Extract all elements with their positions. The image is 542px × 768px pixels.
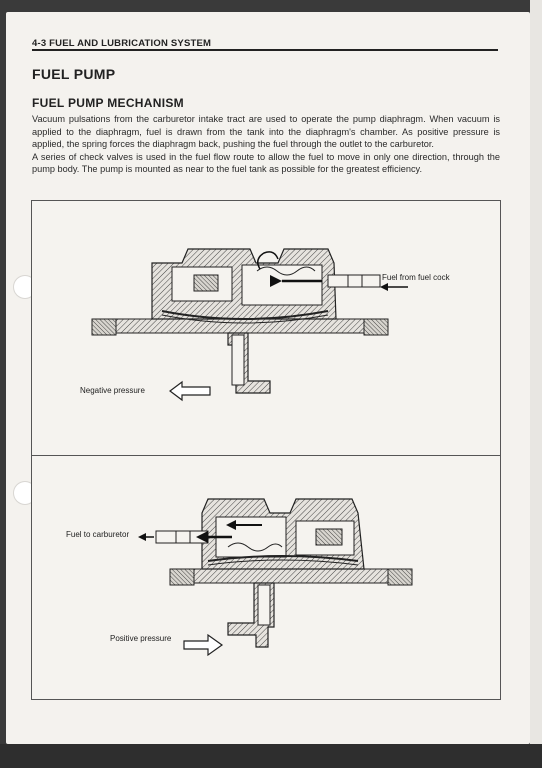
pump-diagram-suction [91, 248, 408, 402]
paragraph-2: A series of check valves is used in the … [32, 151, 500, 175]
positive-pressure-arrow [183, 633, 224, 657]
paragraph-1: Vacuum pulsations from the carburetor in… [32, 114, 500, 150]
binder-hole-bottom [14, 482, 36, 504]
figure-divider [32, 455, 500, 456]
page-edge-right [530, 0, 542, 768]
negative-pressure-arrow [169, 380, 211, 402]
label-fuel-from-fuel-cock: Fuel from fuel cock [382, 273, 450, 282]
flange [103, 318, 377, 334]
page-edge-bottom [0, 744, 542, 768]
section-title: FUEL PUMP [32, 66, 116, 82]
diaphragm [161, 310, 329, 320]
label-positive-pressure: Positive pressure [110, 634, 172, 643]
label-fuel-to-carburetor: Fuel to carburetor [66, 530, 130, 539]
binder-hole-top [14, 276, 36, 298]
running-head: 4-3 FUEL AND LUBRICATION SYSTEM [32, 38, 212, 49]
header-rule [32, 49, 498, 51]
label-negative-pressure: Negative pressure [80, 386, 145, 395]
inlet-pipe [327, 274, 381, 288]
section-subtitle: FUEL PUMP MECHANISM [32, 96, 184, 110]
pump-figure: Fuel from fuel cock Negative pressure [31, 200, 501, 700]
pump-diagram-pressure [138, 498, 413, 657]
body-text: Vacuum pulsations from the carburetor in… [32, 113, 500, 176]
